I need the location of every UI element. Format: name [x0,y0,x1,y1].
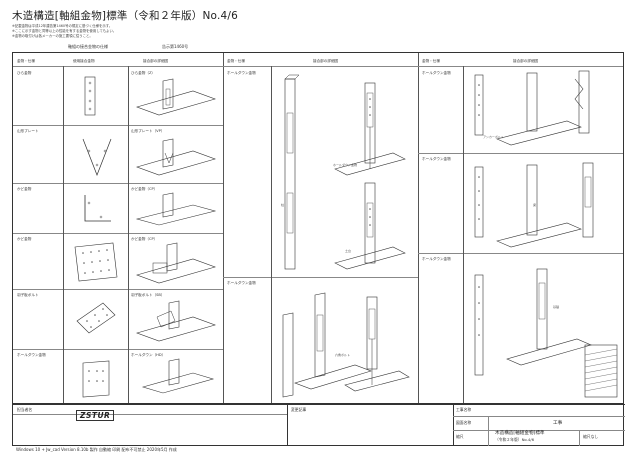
column-divider [418,53,419,403]
column-header: 接合部の詳細図 [513,59,539,63]
project-label: 工事名称 [456,407,472,412]
drawing-sheet: 木造構造[軸組金物]標準（令和２年版）No.4/6 ※記載金物は平成12年建告第… [12,8,625,452]
member-label: 土台 [345,249,352,253]
holddown-column-drawing [284,74,406,270]
bolt-plate-drawing [76,302,116,334]
perforated-plate-drawing [74,242,118,282]
header-rule [13,66,623,67]
row-detail: ホールダウン（HD） [131,353,166,357]
header-note: ※金物の取付けは各メーカーの施工要領に従うこと。 [12,34,93,38]
row-label: ひら金物 [17,71,32,75]
drawing-name: 木造構造[軸組金物]標準 [495,431,545,436]
row-label: 羽子板ボルト [17,293,39,297]
row-divider [223,277,418,278]
row-divider [13,125,223,126]
column-divider [128,66,129,403]
row-label: かど金物 [17,187,32,191]
drawing-subname: （令和２年版）No.4/6 [495,437,534,442]
tanto-label: 担当者名 [17,407,33,412]
scale-label: 縮尺 [456,434,464,439]
corner-plate-drawing [84,195,111,222]
joint-detail-drawing [136,78,216,116]
holddown-detail-drawing [474,162,594,248]
joint-detail-drawing [136,138,216,176]
row-label: かど金物 [17,237,32,241]
v-plate-drawing [82,138,112,176]
title-block: 担当者名 変更記事 工事名称 図面名称 工事 木造構造[軸組金物]標準 （令和２… [12,404,625,446]
row-divider [418,153,623,154]
section-title: 軸組の接合金物の仕様 [68,44,108,49]
column-divider [63,66,64,403]
holddown-drawing [82,360,110,398]
member-label: ホールダウン金物 [333,163,358,167]
company-logo: ZSTUR [76,410,115,421]
footer-text: Windows 10 + Jw_cad Version 8.10b 製作 自動縮… [16,447,177,452]
row-divider [13,233,223,234]
drawing-frame: 金物・仕様 使用接合金物 接合部の詳細図 金物・仕様 接合部の詳細図 金物・仕様… [12,52,624,404]
column-divider [463,66,464,403]
joint-detail-drawing [136,242,216,284]
column-header: 使用接合金物 [73,59,95,63]
section-subtitle: 告示第1460号 [162,44,189,49]
column-header: 金物・仕様 [227,59,245,63]
column-divider [223,53,224,403]
row-label: ホールダウン金物 [422,71,451,75]
row-detail: ひら金物（Z） [131,71,156,75]
column-header: 接合部の詳細図 [313,59,339,63]
scale-value: 縮尺なし [583,434,599,439]
row-divider [418,253,623,254]
metal-plate-drawing [84,76,96,116]
row-label: ホールダウン金物 [227,71,256,75]
holddown-detail-drawing [474,268,618,398]
member-label: 柱 [281,203,285,207]
joint-detail-drawing [136,300,216,342]
member-label: 六角ボルト [335,353,351,357]
header-note: ※ここに示す金物と同等以上の性能を有する金物を使用してもよい。 [12,29,117,33]
member-label: アンカーボルト [483,135,504,139]
row-label: ホールダウン金物 [227,281,256,285]
row-divider [13,349,223,350]
holddown-detail-drawing [474,70,590,146]
joint-detail-drawing [141,358,215,394]
page-title: 木造構造[軸組金物]標準（令和２年版）No.4/6 [12,10,239,22]
column-header: 接合部の詳細図 [143,59,169,63]
row-divider [13,289,223,290]
drawing-label: 図面名称 [456,420,472,425]
row-divider [13,183,223,184]
row-detail: 羽子板ボルト（SB） [131,293,165,297]
joint-detail-drawing [135,192,217,226]
row-label: 山形プレート [17,129,39,133]
header-note: ※記載金物は平成12年建告第1460号の規定に基づく仕様を示す。 [12,24,113,28]
row-label: ホールダウン金物 [422,257,451,261]
row-detail: かど金物（CP） [131,237,158,241]
row-detail: かど金物（CP） [131,187,158,191]
row-label: ホールダウン金物 [17,353,46,357]
row-label: ホールダウン金物 [422,157,451,161]
revision-label: 変更記事 [291,407,307,412]
project-name: 工事 [553,421,563,426]
member-label: 梁 [533,203,537,207]
member-label: 基礎 [553,305,560,309]
column-header: 金物・仕様 [422,59,440,63]
column-header: 金物・仕様 [17,59,35,63]
row-detail: 山形プレート（VP） [131,129,165,133]
holddown-column-drawing [282,292,410,398]
column-divider [271,66,272,403]
